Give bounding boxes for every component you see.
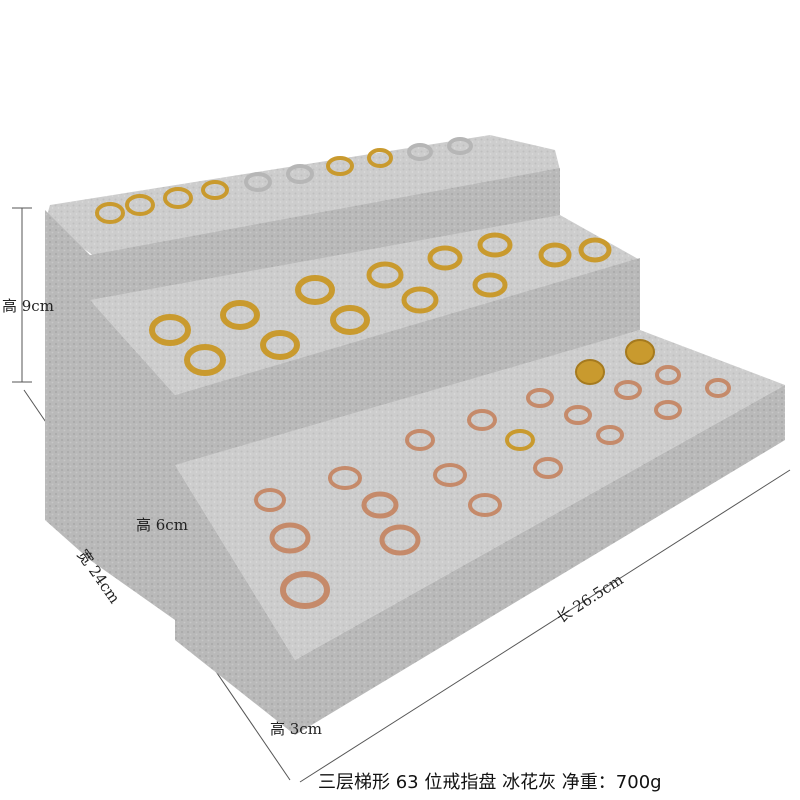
middle-tier-left-side [90,300,175,620]
top-tier [45,135,560,560]
bottom-tier-front [295,385,785,735]
gold-silver-rings-icon [95,137,473,224]
product-caption: 三层梯形 63 位戒指盘 冰花灰 净重：700g [318,772,662,793]
top-tier-rings [95,137,473,224]
top-tier-front [90,168,560,305]
top-tier-surface [45,135,560,260]
height-middle-label: 高 6cm [136,516,188,534]
rose-gold-rings-icon [254,339,731,609]
top-tier-left-side [45,210,90,560]
bottom-tier-left-side [175,465,295,735]
middle-tier [90,215,640,620]
middle-tier-front [175,258,640,470]
height-bottom-label: 高 3cm [270,720,322,738]
length-265-line [299,469,791,783]
gold-rings-icon [149,232,612,376]
middle-tier-rings [149,232,612,376]
middle-tier-surface [90,215,640,395]
bottom-tier-rings [254,339,731,609]
height-top-label: 高 9cm [2,297,54,315]
